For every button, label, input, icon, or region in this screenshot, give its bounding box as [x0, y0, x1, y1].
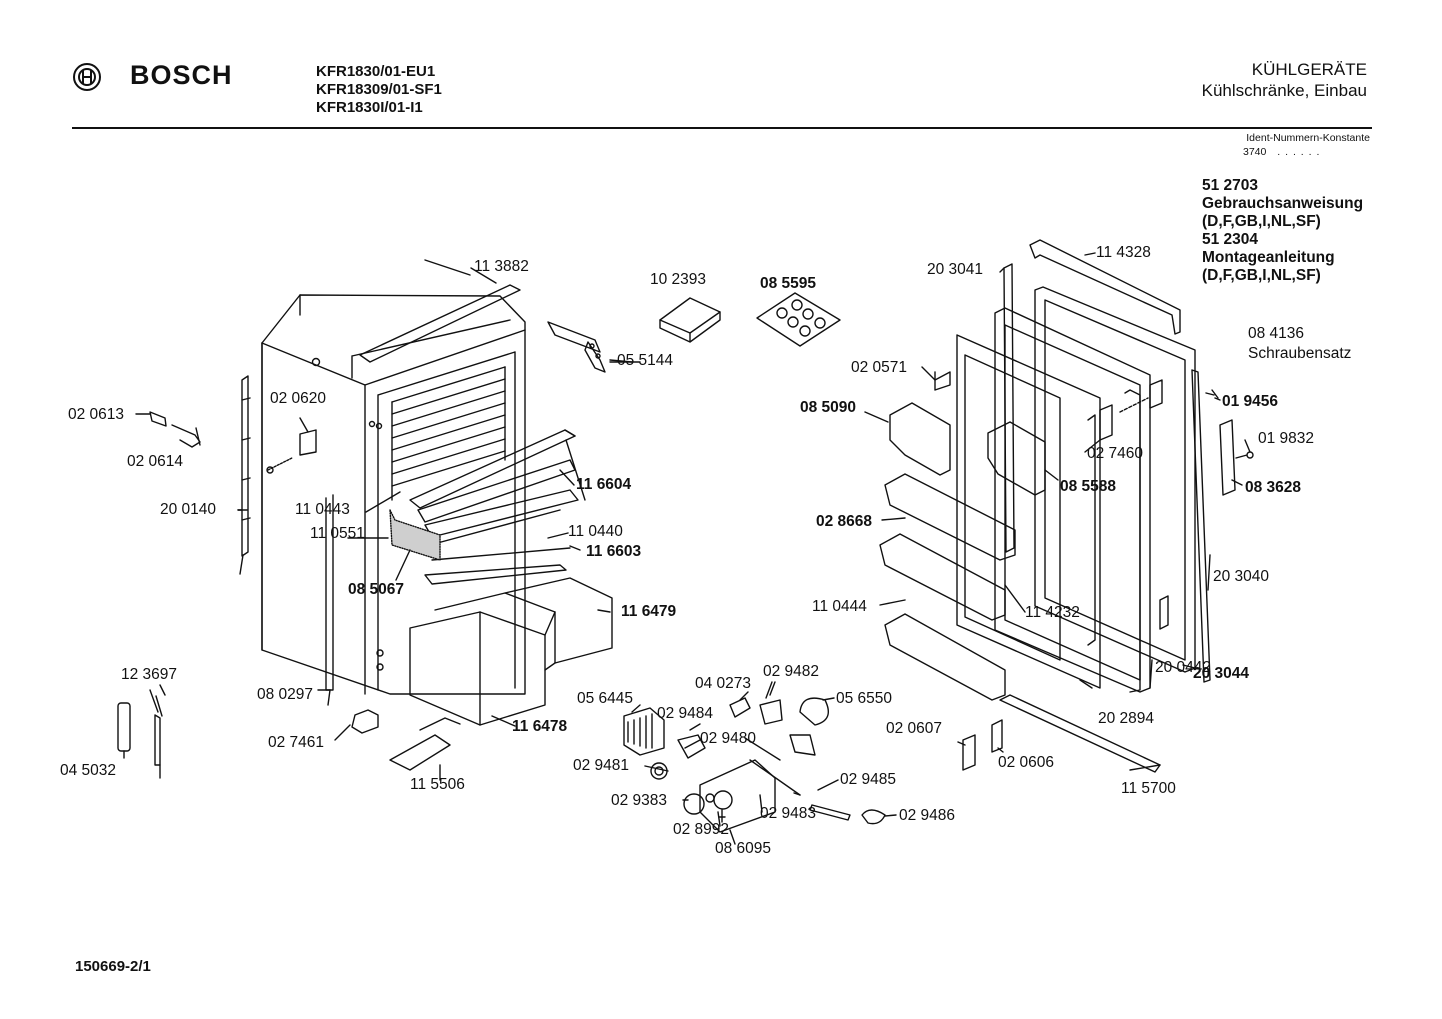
- install-title: Montageanleitung: [1202, 249, 1335, 266]
- part-label: 02 8992: [673, 821, 730, 838]
- part-label: 11 6603: [586, 543, 642, 560]
- part-label: 02 0606: [998, 754, 1055, 771]
- part-label: 02 0571: [851, 359, 908, 376]
- part-label: 11 6478: [512, 718, 568, 735]
- drawing-number: 150669-2/1: [75, 958, 151, 975]
- part-label: 01 9456: [1222, 393, 1279, 410]
- part-label: 02 9480: [700, 730, 757, 747]
- part-label: 11 6479: [621, 603, 677, 620]
- part-label: 11 0440: [568, 523, 623, 540]
- egg-tray-drawing: [756, 292, 841, 347]
- leader-lines: [159, 252, 1251, 845]
- part-label: 11 4328: [1096, 244, 1151, 261]
- part-label: 11 4232: [1025, 604, 1080, 621]
- part-label: 08 5090: [800, 399, 857, 416]
- install-number: 51 2304: [1202, 231, 1259, 248]
- ident-code: 3740 . . . . . .: [1243, 146, 1320, 158]
- electrical-parts-drawing: [117, 681, 886, 833]
- part-label: 02 7460: [1087, 445, 1144, 462]
- part-label: 11 6604: [576, 476, 632, 493]
- part-label: 05 5144: [617, 352, 674, 369]
- part-label: 04 0273: [695, 675, 752, 692]
- category-subtitle: Kühlschränke, Einbau: [1201, 81, 1367, 100]
- manual-title: Gebrauchsanweisung: [1202, 195, 1364, 212]
- part-label: 08 5595: [760, 275, 817, 292]
- ident-label: Ident-Nummern-Konstante: [1246, 132, 1370, 144]
- part-label: 20 0442: [1155, 659, 1212, 676]
- part-label: 11 5506: [410, 776, 465, 793]
- left-small-parts-drawing: [135, 411, 317, 474]
- crisper-drawers-drawing: [409, 577, 613, 726]
- part-label: 02 7461: [268, 734, 325, 751]
- model-number: KFR1830I/01-I1: [316, 99, 423, 116]
- butter-box-drawing: [659, 297, 721, 343]
- part-label: 02 9486: [899, 807, 956, 824]
- cabinet-drawing: [261, 259, 526, 706]
- part-label: 08 6095: [715, 840, 772, 857]
- door-assembly-drawing: [956, 239, 1196, 693]
- part-label: 11 0443: [295, 501, 350, 518]
- manual-languages: (D,F,GB,I,NL,SF): [1202, 213, 1321, 230]
- part-label: 02 0613: [68, 406, 125, 423]
- model-number: KFR1830/01-EU1: [316, 63, 436, 80]
- ident-code-dots: . . . . . .: [1277, 146, 1321, 158]
- part-label: 10 2393: [650, 271, 707, 288]
- part-label: 11 0551: [310, 525, 365, 542]
- part-label: 05 6550: [836, 690, 893, 707]
- part-label: 20 0140: [160, 501, 217, 518]
- header-divider: [72, 127, 1372, 129]
- brand-name: BOSCH: [130, 60, 233, 90]
- part-label: 02 0620: [270, 390, 327, 407]
- part-label: 01 9832: [1258, 430, 1315, 447]
- part-label: 08 3628: [1245, 479, 1302, 496]
- part-label: 02 8668: [816, 513, 873, 530]
- part-label: 20 3041: [927, 261, 984, 278]
- part-label: 20 3044: [1193, 665, 1250, 682]
- screw-kit-title: Schraubensatz: [1248, 345, 1352, 362]
- part-label: 02 9483: [760, 805, 817, 822]
- door-bins-drawing: [879, 371, 1046, 701]
- part-label: 12 3697: [121, 666, 178, 683]
- side-rail-drawing: [237, 375, 251, 575]
- part-label: 08 0297: [257, 686, 314, 703]
- model-number: KFR18309/01-SF1: [316, 81, 442, 98]
- part-label: 02 9485: [840, 771, 897, 788]
- part-label: 11 0444: [812, 598, 867, 615]
- shelves-drawing: [389, 429, 586, 585]
- part-label: 02 9481: [573, 757, 630, 774]
- install-languages: (D,F,GB,I,NL,SF): [1202, 267, 1321, 284]
- screw-kit-number: 08 4136: [1248, 325, 1305, 342]
- part-label: 08 5067: [348, 581, 405, 598]
- part-label: 02 0607: [886, 720, 943, 737]
- ident-code-value: 3740: [1243, 146, 1267, 158]
- part-label: 11 5700: [1121, 780, 1176, 797]
- part-label: 04 5032: [60, 762, 117, 779]
- part-label: 02 9383: [611, 792, 668, 809]
- part-label: 05 6445: [577, 690, 634, 707]
- part-label: 08 5588: [1060, 478, 1117, 495]
- part-label: 02 9484: [657, 705, 714, 722]
- part-label: 11 3882: [474, 258, 529, 275]
- part-label: 20 3040: [1213, 568, 1270, 585]
- bosch-logo-icon: [73, 63, 101, 91]
- part-label: 20 2894: [1098, 710, 1155, 727]
- manual-number: 51 2703: [1202, 177, 1259, 194]
- part-label: 02 0614: [127, 453, 184, 470]
- category-title: KÜHLGERÄTE: [1251, 60, 1367, 79]
- part-label: 02 9482: [763, 663, 820, 680]
